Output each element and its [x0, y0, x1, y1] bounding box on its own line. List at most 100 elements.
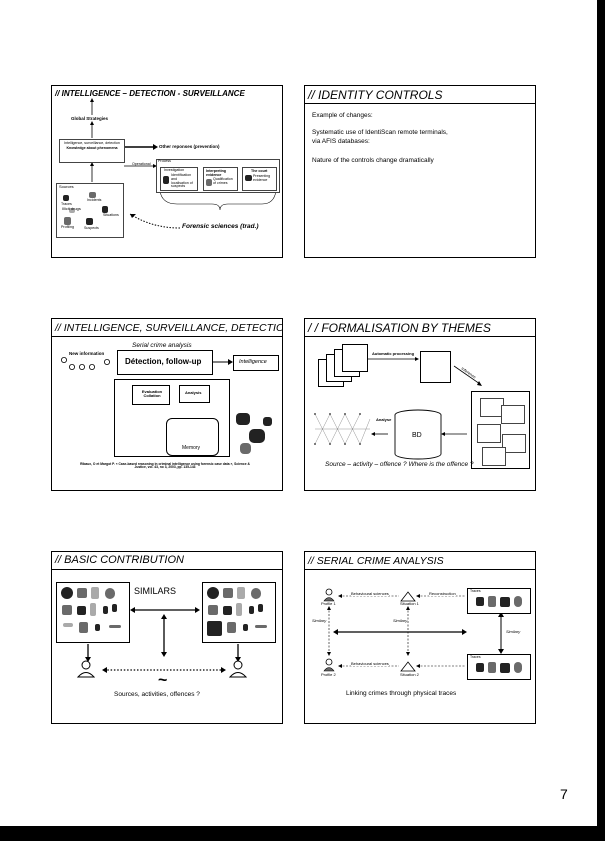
intelligence-box: Intelligence	[233, 355, 279, 371]
title-rule	[52, 336, 282, 337]
src-traces: Traces	[61, 202, 72, 206]
slide-intelligence-detection-surveillance: // INTELLIGENCE – DETECTION - SURVEILLAN…	[51, 85, 283, 258]
slide-title: / / FORMALISATION BY THEMES	[308, 321, 491, 335]
line-afis: via AFIS databases:	[312, 138, 370, 145]
profiling-icon	[64, 217, 71, 225]
contribution-arrows	[76, 607, 248, 678]
right-evidence-panel	[202, 582, 276, 643]
trace-icon-2	[488, 596, 496, 607]
tool-icon	[223, 606, 232, 615]
evidence-icon	[206, 179, 212, 186]
intelligence-box-label: Intelligence, surveillance, detection	[64, 141, 120, 145]
slide-identity-controls: // IDENTITY CONTROLS Example of changes:…	[304, 85, 536, 258]
title-rule	[52, 569, 282, 570]
trace-icon-2	[488, 662, 496, 673]
evaluation-label: Evaluation Collation	[141, 389, 163, 399]
tool-icon	[77, 606, 86, 615]
analysis-label: Analysis	[185, 390, 202, 395]
drug-packet-icon	[223, 588, 233, 598]
memory-label: Memory	[182, 445, 201, 451]
cigarette-icon	[63, 623, 73, 627]
themes-arrows	[314, 357, 482, 460]
pen-icon	[109, 625, 121, 628]
similarity-mid-label: Similary	[393, 618, 408, 623]
evaluation-box: Evaluation Collation	[132, 385, 170, 405]
analyse-label: Analyse	[376, 417, 392, 422]
slide-title: // INTELLIGENCE, SURVEILLANCE, DETECTION	[55, 322, 283, 334]
footprint-icon	[249, 606, 254, 614]
page-edge-bottom	[0, 826, 605, 841]
serial-analysis-arrows	[323, 588, 504, 672]
traces-label-bottom: Traces	[470, 655, 481, 659]
global-strategies-label: Global Strategies	[71, 116, 109, 121]
processing-result-box	[420, 351, 451, 383]
situation1-label: Situation 1	[400, 601, 419, 606]
slide-title: // BASIC CONTRIBUTION	[55, 554, 184, 566]
incidents-icon	[89, 192, 96, 198]
intelligence-box: Intelligence, surveillance, detection Kn…	[59, 139, 125, 163]
footprint-icon-2	[112, 604, 117, 612]
case-sheet-4	[502, 434, 526, 453]
traces-box-top: Traces	[467, 588, 531, 614]
src-profiling: Profiling	[61, 225, 74, 229]
puzzle-icon-c	[240, 443, 251, 454]
bd-label: BD	[412, 432, 422, 439]
automatic-processing-label: Automatic processing	[372, 351, 415, 356]
drugs-icon	[69, 208, 75, 213]
slide-serial-crime-analysis: // SERIAL CRIME ANALYSIS Profile 1 Profi…	[304, 551, 536, 724]
shoeprint-icon	[91, 587, 99, 599]
knowledge-box-label: Knowledge about phenomena	[66, 145, 118, 150]
slide-formalisation-by-themes: / / FORMALISATION BY THEMES Automatic pr…	[304, 318, 536, 491]
bottle-icon	[236, 603, 242, 616]
fingerprint-icon	[251, 588, 261, 599]
process-step-investigation: Investigation Identification and localis…	[160, 167, 198, 191]
tilde-symbol: ~	[158, 672, 168, 689]
analysis-box: Analysis	[179, 385, 210, 403]
pen-icon	[255, 625, 267, 628]
operational-label: Operational	[132, 162, 151, 166]
case-sheet-2	[501, 405, 525, 424]
trace-icon-4	[514, 662, 522, 673]
question-caption: Source – activity – offence ? Where is t…	[325, 461, 474, 468]
similarity-right-label: Similary	[506, 629, 521, 634]
gavel-icon	[245, 175, 252, 181]
src-suspects: Suspects	[84, 226, 99, 230]
process-label: Process	[158, 159, 171, 163]
dna-icon	[95, 624, 100, 631]
line-nature: Nature of the controls change dramatical…	[312, 157, 434, 164]
trace-icon-3	[500, 663, 510, 673]
step1-label: Investigation	[164, 168, 185, 172]
trace-icon-3	[500, 597, 510, 607]
citation-text: Ribaux, O et Margot P. « Case-based reas…	[80, 462, 250, 470]
behavioural-label-top: Behavioural sciences	[351, 591, 389, 597]
shoeprint-icon	[237, 587, 245, 599]
sources-box: Sources Traces Incidents Illicit drugs S…	[56, 183, 124, 238]
title-rule	[305, 103, 535, 104]
situations-icon	[102, 206, 108, 213]
profile1-label: Profile 1	[321, 601, 336, 606]
step3-label: The court	[251, 169, 268, 173]
step1-sub: Identification and localisation of suspe…	[171, 173, 193, 189]
footprint-icon-2	[258, 604, 263, 612]
situation2-label: Situation 2	[400, 672, 419, 677]
detection-box: Détection, follow-up	[117, 350, 213, 375]
line-example: Example of changes:	[312, 112, 373, 119]
behavioural-label-bottom: Behavioural sciences	[351, 661, 389, 667]
linking-crimes-caption: Linking crimes through physical traces	[346, 690, 457, 697]
step2-sub: Qualification of crimes	[213, 177, 233, 185]
profile2-label: Profile 2	[321, 672, 336, 677]
tire-icon	[61, 587, 73, 599]
serial-crime-label: Serial crime analysis	[132, 342, 192, 349]
puzzle-icon-d	[263, 417, 272, 426]
new-information-label: New information	[69, 351, 105, 356]
trace-icon-1	[476, 663, 484, 672]
slide-title: // IDENTITY CONTROLS	[308, 88, 443, 102]
glove-icon	[62, 605, 72, 615]
process-step-interpreting: Interpreting evidence Qualification of c…	[203, 167, 238, 191]
memory-box: Memory	[166, 418, 219, 456]
detection-label: Détection, follow-up	[125, 357, 202, 366]
dna-icon	[243, 624, 248, 631]
stack-page-4	[342, 344, 368, 372]
footprint-icon	[103, 606, 108, 614]
src-situations: Situations	[103, 213, 119, 217]
